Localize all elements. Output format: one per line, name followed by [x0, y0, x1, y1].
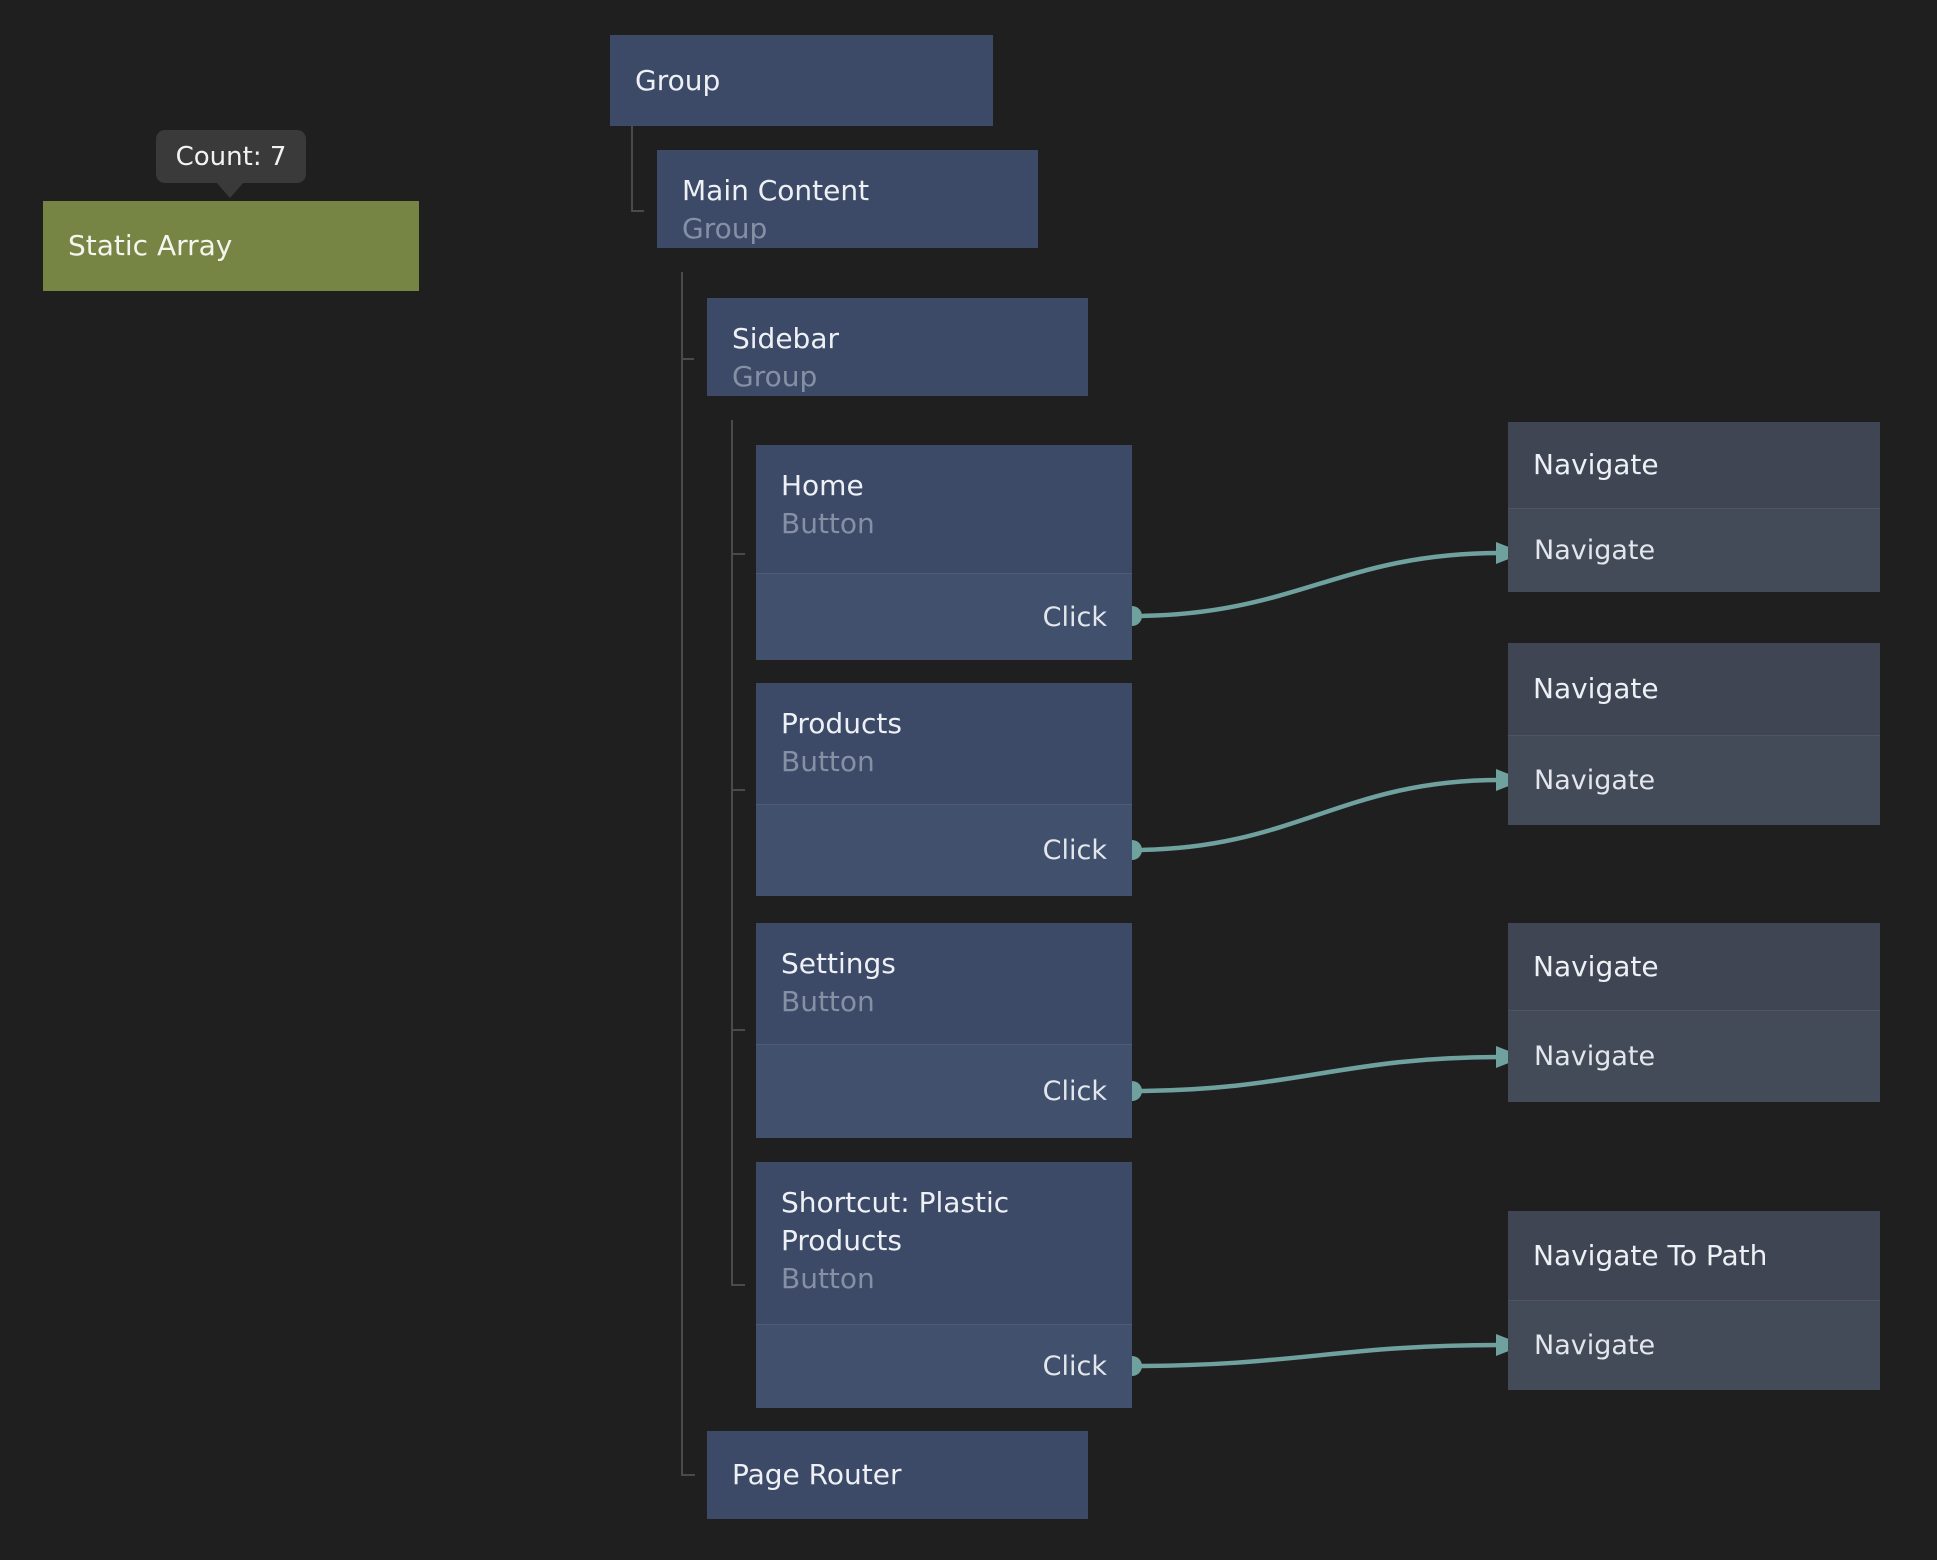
input-port-row: Navigate [1508, 1010, 1880, 1102]
node-title: Static Array [68, 229, 233, 262]
node-header: Group [610, 35, 993, 126]
tree-node-products[interactable]: Products Button Click [756, 683, 1132, 896]
node-header: Navigate [1508, 923, 1880, 1010]
node-header: Shortcut: Plastic Products Button [756, 1162, 1132, 1324]
navigate-port-label[interactable]: Navigate [1534, 1041, 1656, 1072]
node-header: Products Button [756, 683, 1132, 804]
action-node-navigate-1[interactable]: Navigate Navigate [1508, 422, 1880, 592]
output-port-row: Click [756, 1324, 1132, 1408]
connection-products-click-to-navigate2[interactable] [1131, 777, 1501, 853]
node-title: Sidebar [732, 322, 839, 355]
connection-settings-click-to-navigate3[interactable] [1131, 1054, 1501, 1094]
node-title: Products [781, 707, 902, 740]
navigate-port-label[interactable]: Navigate [1534, 535, 1656, 566]
node-title: Main Content [682, 174, 870, 207]
tree-connector-sidebar-children [731, 420, 745, 1286]
node-title: Navigate [1533, 949, 1659, 983]
tree-node-settings[interactable]: Settings Button Click [756, 923, 1132, 1138]
action-node-navigate-3[interactable]: Navigate Navigate [1508, 923, 1880, 1102]
node-title: Navigate [1533, 672, 1659, 705]
node-header: Navigate To Path [1508, 1211, 1880, 1300]
tree-node-sidebar[interactable]: Sidebar Group [707, 298, 1088, 420]
node-subtitle: Button [781, 745, 875, 778]
node-header: Home Button [756, 445, 1132, 573]
node-header: Sidebar Group [707, 298, 1088, 396]
click-port-label[interactable]: Click [1042, 1351, 1107, 1382]
node-header: Settings Button [756, 923, 1132, 1044]
input-port-row: Navigate [1508, 508, 1880, 592]
tree-node-home[interactable]: Home Button Click [756, 445, 1132, 660]
tree-node-shortcut-plastic-products[interactable]: Shortcut: Plastic Products Button Click [756, 1162, 1132, 1408]
click-port-label[interactable]: Click [1042, 1076, 1107, 1107]
node-header: Main Content Group [657, 150, 1038, 248]
node-header: Navigate [1508, 422, 1880, 508]
tree-connector-maincontent-children [681, 272, 695, 1476]
tooltip-caret [216, 182, 244, 198]
output-port-row: Click [756, 1044, 1132, 1138]
input-port-row: Navigate [1508, 735, 1880, 825]
static-array-node[interactable]: Static Array [43, 201, 419, 291]
click-port-label[interactable]: Click [1042, 835, 1107, 866]
output-port-row: Click [756, 573, 1132, 660]
tree-node-group[interactable]: Group [610, 35, 993, 126]
count-tooltip: Count: 7 [156, 130, 306, 198]
count-tooltip-text: Count: 7 [175, 141, 287, 172]
navigate-port-label[interactable]: Navigate [1534, 1330, 1656, 1361]
action-node-navigate-to-path[interactable]: Navigate To Path Navigate [1508, 1211, 1880, 1390]
node-header: Navigate [1508, 643, 1880, 735]
node-title: Navigate [1533, 448, 1659, 481]
node-subtitle: Button [781, 985, 875, 1018]
node-title: Shortcut: Plastic Products [781, 1186, 1010, 1257]
connection-shortcut-click-to-navigatetopath[interactable] [1131, 1342, 1501, 1369]
connection-home-click-to-navigate1[interactable] [1131, 550, 1501, 619]
tree-node-page-router[interactable]: Page Router [707, 1431, 1088, 1519]
node-title: Settings [781, 947, 896, 980]
navigate-port-label[interactable]: Navigate [1534, 765, 1656, 796]
tree-connector-group-maincontent [631, 126, 644, 212]
node-subtitle: Button [781, 1262, 875, 1295]
node-title: Home [781, 469, 864, 502]
input-port-row: Navigate [1508, 1300, 1880, 1390]
node-header: Page Router [707, 1431, 1088, 1519]
node-subtitle: Button [781, 507, 875, 540]
click-port-label[interactable]: Click [1042, 601, 1107, 633]
action-node-navigate-2[interactable]: Navigate Navigate [1508, 643, 1880, 825]
node-title: Page Router [732, 1458, 902, 1491]
node-title: Navigate To Path [1533, 1238, 1768, 1272]
node-title: Group [635, 63, 721, 97]
output-port-row: Click [756, 804, 1132, 896]
node-subtitle: Group [682, 212, 768, 245]
tree-node-main-content[interactable]: Main Content Group [657, 150, 1038, 272]
node-subtitle: Group [732, 360, 818, 393]
static-array-header: Static Array [43, 201, 419, 291]
